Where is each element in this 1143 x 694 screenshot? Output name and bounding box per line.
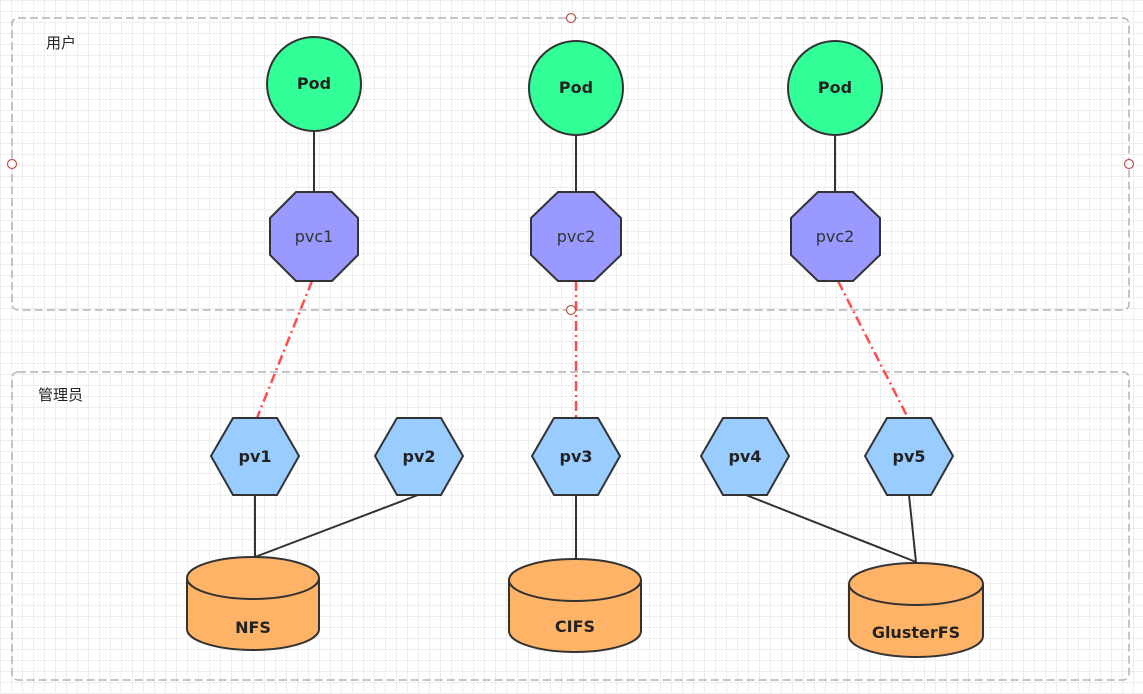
pv-shape[interactable] [209, 417, 301, 496]
pvc-node-1[interactable]: pvc1 [269, 191, 359, 282]
pvc-node-3[interactable]: pvc2 [790, 191, 881, 282]
resize-handle-left[interactable] [6, 158, 18, 170]
pvc-shape[interactable] [790, 191, 881, 282]
edge-pvc1-pv1[interactable] [255, 280, 314, 419]
pv-label: pv4 [728, 447, 761, 466]
pod-label: Pod [297, 74, 331, 93]
pvc-label: pvc1 [295, 227, 334, 246]
cylinder-top[interactable] [186, 556, 320, 600]
cylinder-top[interactable] [848, 562, 984, 606]
edge-pv2-nfs[interactable] [254, 494, 419, 558]
pod-node-2[interactable]: Pod [528, 40, 624, 136]
pod-shape[interactable] [787, 40, 883, 136]
pv-shape[interactable] [373, 417, 465, 496]
pv-label: pv5 [892, 447, 925, 466]
resize-handle-bottom[interactable] [565, 304, 577, 316]
pod-label: Pod [559, 78, 593, 97]
pod-shape[interactable] [266, 36, 362, 132]
storage-label: NFS [235, 618, 271, 637]
edge-pvc3-pv5[interactable] [836, 280, 910, 419]
pv-node-3[interactable]: pv3 [530, 417, 622, 496]
storage-label: GlusterFS [872, 623, 960, 642]
storage-nfs[interactable]: NFS [186, 556, 320, 651]
pv-shape[interactable] [530, 417, 622, 496]
pv-shape[interactable] [863, 417, 955, 496]
pv-node-4[interactable]: pv4 [699, 417, 791, 496]
pvc-node-2[interactable]: pvc2 [530, 191, 622, 282]
edge-pv5-glusterfs[interactable] [908, 494, 917, 563]
pod-shape[interactable] [528, 40, 624, 136]
pvc-label: pvc2 [816, 227, 855, 246]
pv-label: pv1 [238, 447, 271, 466]
storage-glusterfs[interactable]: GlusterFS [848, 562, 984, 658]
pod-label: Pod [818, 78, 852, 97]
resize-handle-top[interactable] [565, 12, 577, 24]
admin-group-label: 管理员 [38, 386, 83, 404]
admin-group-border[interactable] [11, 371, 1130, 681]
pvc-shape[interactable] [269, 191, 359, 282]
user-group-label: 用户 [46, 34, 76, 52]
edge-pv4-glusterfs[interactable] [745, 494, 917, 563]
resize-handle-right[interactable] [1123, 158, 1135, 170]
pv-shape[interactable] [699, 417, 791, 496]
pvc-label: pvc2 [557, 227, 596, 246]
pv-node-1[interactable]: pv1 [209, 417, 301, 496]
pod-node-1[interactable]: Pod [266, 36, 362, 132]
pod-node-3[interactable]: Pod [787, 40, 883, 136]
cylinder-top[interactable] [508, 558, 642, 602]
admin-group[interactable]: 管理员 [11, 371, 1130, 681]
pv-node-5[interactable]: pv5 [863, 417, 955, 496]
pvc-shape[interactable] [530, 191, 622, 282]
storage-cifs[interactable]: CIFS [508, 558, 642, 653]
pv-label: pv3 [559, 447, 592, 466]
pv-label: pv2 [402, 447, 435, 466]
pv-node-2[interactable]: pv2 [373, 417, 465, 496]
storage-label: CIFS [555, 617, 595, 636]
